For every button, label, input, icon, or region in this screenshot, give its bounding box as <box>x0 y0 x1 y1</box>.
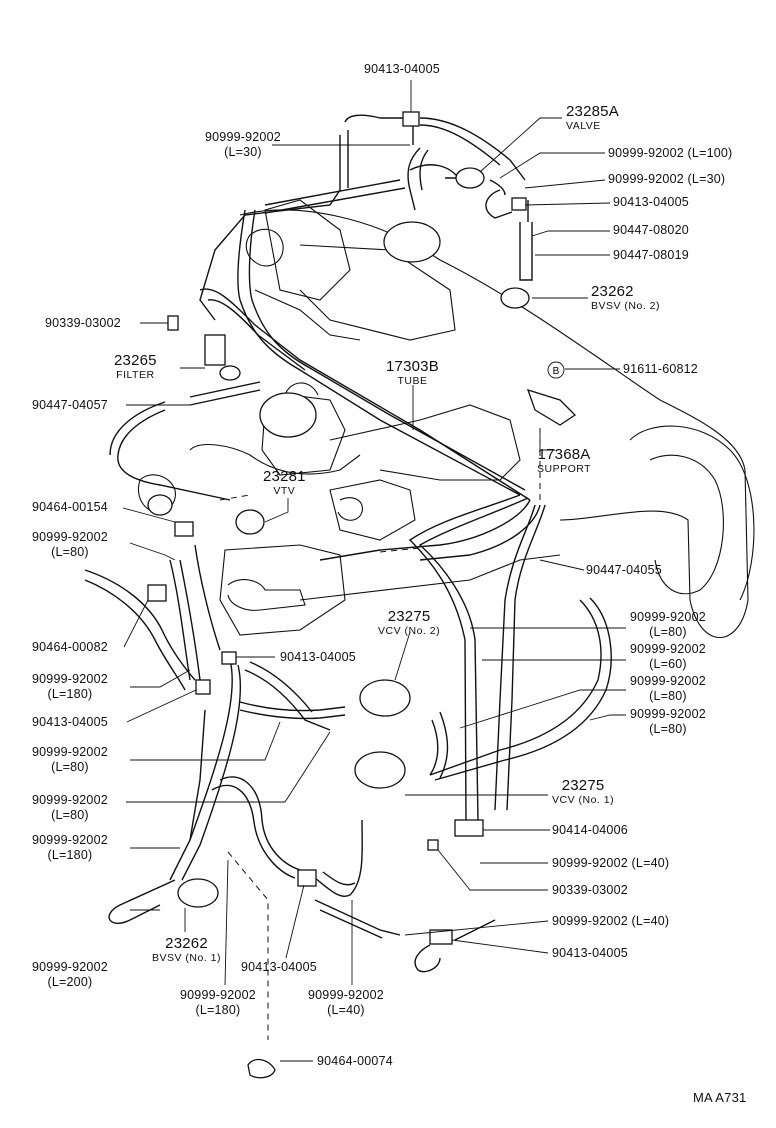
label-90413-04005-bottom-right: 90413-04005 <box>552 946 628 960</box>
label-hose-l30-top: 90999-92002(L=30) <box>205 130 281 159</box>
label-90413-04005-top: 90413-04005 <box>364 62 440 76</box>
clamp-90464-00154 <box>174 521 194 537</box>
label-90413-04005-left: 90413-04005 <box>32 715 108 729</box>
label-hose-l40-c: 90999-92002(L=40) <box>308 988 384 1017</box>
label-90339-03002-bottom: 90339-03002 <box>552 883 628 897</box>
valve-23285a-body <box>383 221 441 263</box>
label-90339-03002-top: 90339-03002 <box>45 316 121 330</box>
label-90464-00154: 90464-00154 <box>32 500 108 514</box>
label-hose-l80-a: 90999-92002(L=80) <box>32 530 108 559</box>
dashed-line <box>227 851 269 1040</box>
label-90447-04057: 90447-04057 <box>32 398 108 412</box>
vcv-no2 <box>359 679 411 717</box>
diagram-id: MA A731 <box>693 1090 747 1105</box>
tee-connector-left-lower <box>195 679 211 695</box>
parts <box>147 111 577 1079</box>
label-hose-l60: 90999-92002(L=60) <box>630 642 706 671</box>
label-90447-08019: 90447-08019 <box>613 248 689 262</box>
vtv-23281 <box>235 509 265 535</box>
label-90447-08020: 90447-08020 <box>613 223 689 237</box>
plug-90339-lower <box>427 839 439 851</box>
valve-23285a <box>455 167 485 189</box>
clamp-90464-00074 <box>247 1058 276 1079</box>
cross-connector-90414 <box>454 819 484 837</box>
label-hose-l40-a: 90999-92002 (L=40) <box>552 856 670 870</box>
bvsv-no1 <box>177 878 219 908</box>
label-hose-l80-right-c: 90999-92002(L=80) <box>630 707 706 736</box>
label-hose-l80-right-a: 90999-92002(L=80) <box>630 610 706 639</box>
label-hose-l40-b: 90999-92002 (L=40) <box>552 914 670 928</box>
plug-90339 <box>167 315 179 331</box>
tee-connector-top <box>402 111 420 127</box>
label-hose-l80-c: 90999-92002(L=80) <box>32 793 108 822</box>
callout-b-circle <box>547 361 565 379</box>
label-hose-l100: 90999-92002 (L=100) <box>608 146 733 160</box>
leader-lines <box>122 80 626 1062</box>
clamp-90464-00082 <box>147 584 167 602</box>
label-90464-00082: 90464-00082 <box>32 640 108 654</box>
tee-connector-right <box>511 197 527 211</box>
bvsv-no2 <box>500 287 530 309</box>
support-17368a <box>526 388 577 426</box>
label-hose-l80-right-b: 90999-92002(L=80) <box>630 674 706 703</box>
label-hose-l180-b: 90999-92002(L=180) <box>32 833 108 862</box>
hoses <box>84 114 612 973</box>
vcv-no1 <box>354 751 406 789</box>
tee-connector-bottom-left <box>297 869 317 887</box>
dashed-line-mid <box>379 547 421 553</box>
tee-connector-left <box>221 651 237 665</box>
label-hose-l180-c: 90999-92002(L=180) <box>180 988 256 1017</box>
dashed-line-vtv <box>219 494 251 501</box>
label-90413-04005-bottom: 90413-04005 <box>241 960 317 974</box>
label-90413-04005-mid: 90413-04005 <box>280 650 356 664</box>
filter-23265 <box>204 334 226 366</box>
label-hose-l200: 90999-92002(L=200) <box>32 960 108 989</box>
label-90414-04006: 90414-04006 <box>552 823 628 837</box>
label-hose-l180-a: 90999-92002(L=180) <box>32 672 108 701</box>
tee-connector-bottom <box>429 929 453 945</box>
callout-b-letter: B <box>553 366 560 377</box>
label-90413-04005-right: 90413-04005 <box>613 195 689 209</box>
label-90447-04055: 90447-04055 <box>586 563 662 577</box>
label-hose-l80-b: 90999-92002(L=80) <box>32 745 108 774</box>
label-hose-l30-right: 90999-92002 (L=30) <box>608 172 726 186</box>
label-90464-00074: 90464-00074 <box>317 1054 393 1068</box>
label-91611-60812: 91611-60812 <box>623 362 698 376</box>
